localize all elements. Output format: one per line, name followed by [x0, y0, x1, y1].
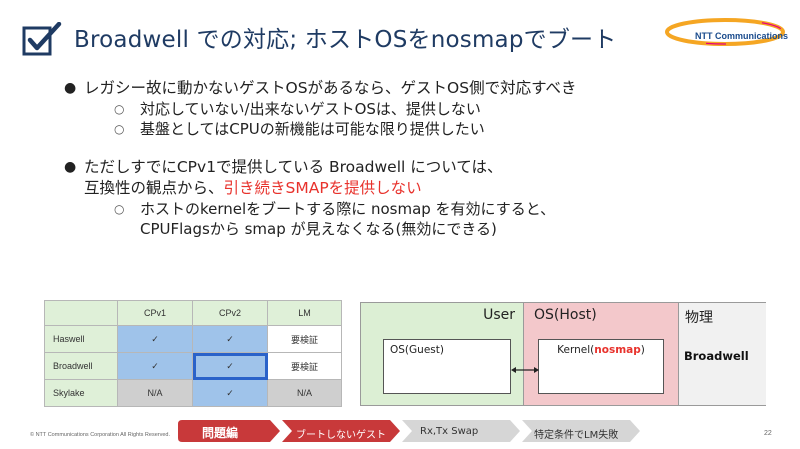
table-cell: 要検証	[267, 325, 342, 353]
sub-bullet-item: ○ 基盤としてはCPUの新機能は可能な限り提供したい	[60, 119, 760, 139]
bidirectional-arrow-icon	[511, 367, 539, 373]
table-cell: 要検証	[267, 352, 342, 380]
bullet-item: ● ただしすでにCPv1で提供している Broadwell については、	[60, 157, 760, 178]
sub-bullet-text: 対応していない/出来ないゲストOSは、提供しない	[140, 100, 481, 118]
sub-bullet-text: ホストのkernelをブートする際に nosmap を有効にすると、	[140, 200, 556, 218]
bullet-text-line1: ただしすでにCPv1で提供している Broadwell については、	[84, 158, 503, 176]
nav-step-3-shape	[402, 420, 520, 442]
host-zone-label: OS(Host)	[534, 307, 597, 323]
sub-bullet-text: CPUFlagsから smap が見えなくなる(無効にできる)	[140, 220, 497, 238]
logo-text: NTT Communications	[695, 31, 789, 41]
kernel-label-prefix: Kernel(	[557, 344, 595, 356]
sub-bullet-circle-icon: ○	[114, 102, 125, 116]
nav-step-lm-failure[interactable]: 特定条件でLM失敗	[534, 430, 619, 441]
host-kernel-box: Kernel(nosmap)	[538, 339, 664, 394]
table-row: Haswell ✓ ✓ 要検証	[44, 325, 342, 353]
sub-bullet-continuation: CPUFlagsから smap が見えなくなる(無効にできる)	[60, 219, 760, 239]
nav-step-problem[interactable]: 問題編	[202, 426, 239, 440]
table-cell: ✓	[192, 325, 268, 353]
bullet-text: レガシー故に動かないゲストOSがあるなら、ゲストOS側で対応すべき	[84, 79, 577, 97]
progress-nav	[178, 420, 640, 442]
table-row-header: Haswell	[44, 325, 118, 353]
sub-bullet-circle-icon: ○	[114, 122, 125, 136]
checkbox-check-icon	[22, 22, 62, 56]
nav-step-1-shape	[178, 420, 280, 442]
table-header-cell: LM	[267, 300, 342, 326]
sub-bullet-item: ○ 対応していない/出来ないゲストOSは、提供しない	[60, 99, 760, 119]
nav-step-rx-tx-swap[interactable]: Rx,Tx Swap	[420, 426, 479, 437]
ntt-logo-icon	[665, 18, 785, 46]
table-cell: ✓	[192, 379, 268, 407]
physical-zone: 物理	[678, 303, 766, 405]
cpu-compat-table: CPv1 CPv2 LM Haswell ✓ ✓ 要検証 Broadwell ✓…	[44, 300, 342, 407]
bullet-continuation: 互換性の観点から、引き続きSMAPを提供しない	[60, 178, 760, 199]
table-cell: N/A	[117, 379, 193, 407]
page-number: 22	[764, 430, 772, 437]
user-zone-label: User	[483, 307, 515, 323]
architecture-diagram: User OS(Host) 物理 OS(Guest) Kernel(nosmap…	[360, 302, 766, 406]
kernel-label-suffix: )	[640, 344, 645, 356]
table-row: Broadwell ✓ ✓ 要検証	[44, 352, 342, 380]
table-cell: ✓	[117, 325, 193, 353]
copyright: © NTT Communications Corporation All Rig…	[30, 432, 170, 438]
table-header-cell: CPv1	[117, 300, 193, 326]
table-header-cell: CPv2	[192, 300, 268, 326]
kernel-nosmap-highlight: nosmap	[594, 344, 641, 356]
table-cell-selected: ✓	[192, 352, 268, 380]
table-cell: ✓	[117, 352, 193, 380]
table-row-header: Skylake	[44, 379, 118, 407]
nav-step-4-shape	[522, 420, 640, 442]
sub-bullet-circle-icon: ○	[114, 202, 125, 216]
bullet-text-line2-prefix: 互換性の観点から、	[84, 179, 224, 197]
nav-step-2-shape	[282, 420, 400, 442]
guest-os-box: OS(Guest)	[383, 339, 511, 394]
bullet-dot-icon: ●	[64, 159, 77, 175]
table-cell: N/A	[267, 379, 342, 407]
table-header-cell	[44, 300, 118, 326]
physical-zone-label: 物理	[685, 310, 713, 326]
bullet-highlight-text: 引き続きSMAPを提供しない	[223, 179, 422, 197]
physical-cpu-label: Broadwell	[684, 349, 749, 363]
table-row-header: Broadwell	[44, 352, 118, 380]
sub-bullet-text: 基盤としてはCPUの新機能は可能な限り提供したい	[140, 120, 485, 138]
bullet-dot-icon: ●	[64, 80, 77, 96]
bullet-item: ● レガシー故に動かないゲストOSがあるなら、ゲストOS側で対応すべき	[60, 78, 760, 99]
table-row: Skylake N/A ✓ N/A	[44, 379, 342, 407]
table-header-row: CPv1 CPv2 LM	[44, 300, 342, 326]
nav-step-non-booting-guest[interactable]: ブートしないゲスト	[296, 430, 386, 441]
bullet-list: ● レガシー故に動かないゲストOSがあるなら、ゲストOS側で対応すべき ○ 対応…	[60, 78, 760, 239]
sub-bullet-item: ○ ホストのkernelをブートする際に nosmap を有効にすると、	[60, 199, 760, 219]
page-title: Broadwell での対応; ホストOSをnosmapでブート	[74, 27, 617, 53]
